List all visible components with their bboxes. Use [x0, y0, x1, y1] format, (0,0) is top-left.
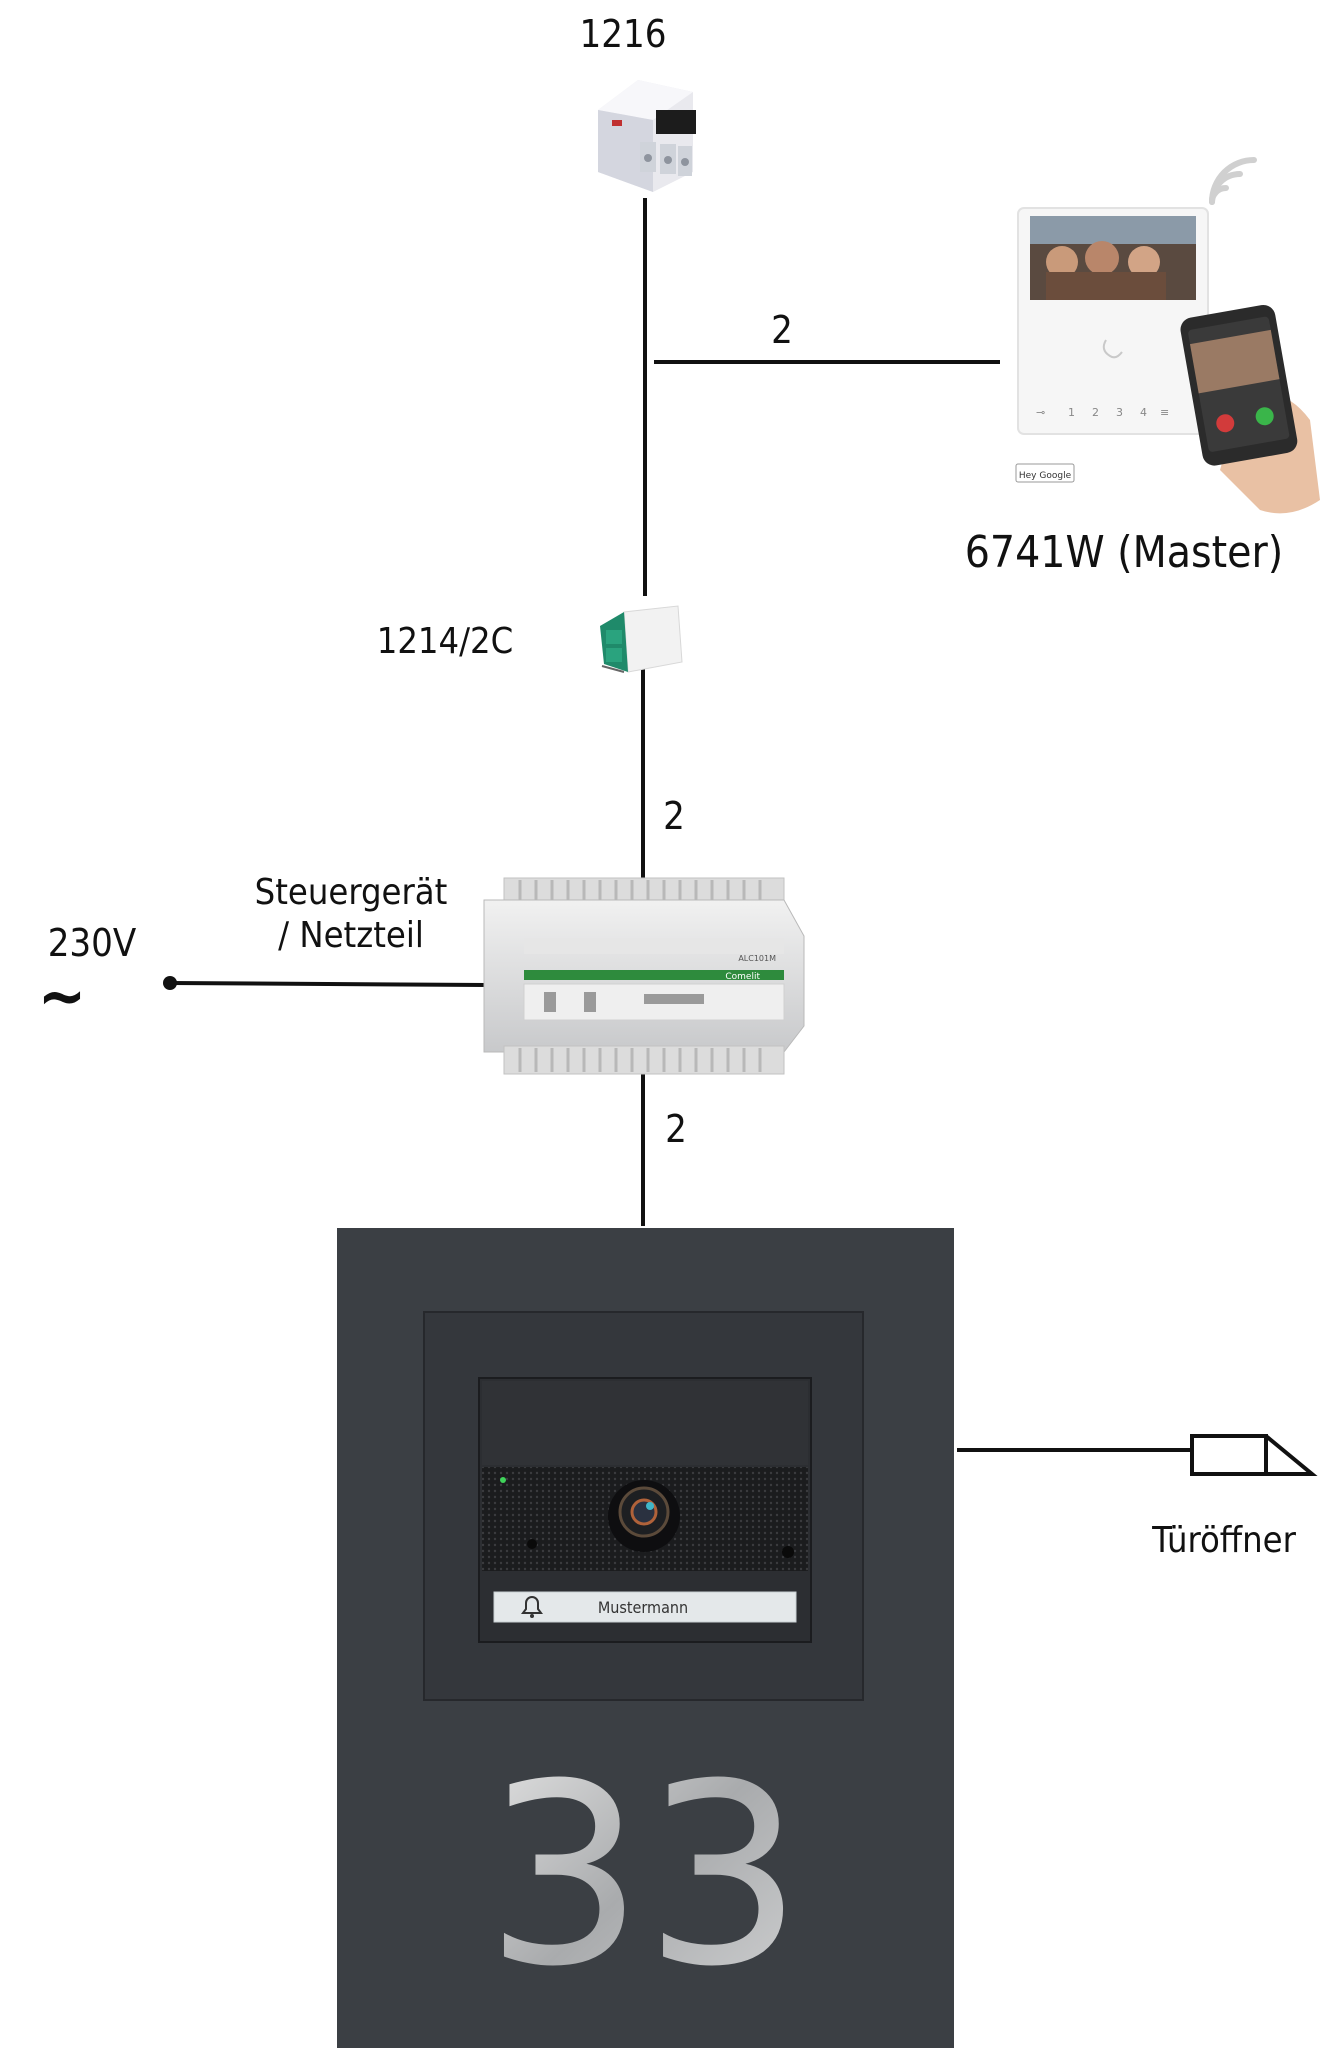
supply-wire-count: 2	[665, 1107, 687, 1151]
status-led	[500, 1477, 506, 1483]
monitor-handset-icon	[1102, 339, 1123, 359]
power-supply-label-line1: Steuergerät	[255, 872, 448, 913]
sensor-hole	[782, 1546, 794, 1558]
monitor-button-3: 3	[1116, 406, 1123, 419]
assistant-badge	[1015, 463, 1075, 483]
smartphone-icon	[1180, 304, 1298, 466]
name-tag-text: Mustermann	[598, 1598, 688, 1617]
monitor-button-2: 2	[1092, 406, 1099, 419]
power-supply-stripe	[524, 970, 784, 980]
assistant-badge-text: Hey Google	[1019, 471, 1072, 481]
bell-icon	[521, 1596, 543, 1618]
door-station: Mustermann 33	[337, 1228, 954, 2048]
door-station-top-blank	[482, 1381, 808, 1465]
mains-terminal-dot	[163, 976, 177, 990]
power-supply-brand: Comelit	[725, 972, 760, 982]
wires	[163, 198, 1192, 1452]
monitor-menu-icon: ≡	[1160, 406, 1169, 419]
door-opener-label: Türöffner	[1151, 1520, 1296, 1561]
distributor-device	[600, 605, 683, 673]
name-tag-button[interactable]	[493, 1591, 797, 1623]
distributor-label: 1214/2C	[377, 621, 514, 662]
house-number: 33	[485, 1730, 803, 2021]
monitor-key-icon: ⊸	[1036, 406, 1045, 419]
wifi-icon	[1209, 157, 1257, 205]
mains-ac-symbol: ~	[38, 960, 86, 1034]
monitor-button-1: 1	[1068, 406, 1075, 419]
monitor-buttons: ⊸ 1 2 3 4 ≡	[1036, 406, 1169, 419]
mains-label: 230V	[48, 921, 137, 965]
power-supply-model: ALC101M	[738, 954, 776, 963]
monitor-button-4: 4	[1140, 406, 1147, 419]
monitor-label: 6741W (Master)	[965, 527, 1284, 578]
terminator-label: 1216	[580, 12, 667, 56]
microphone-hole	[527, 1539, 537, 1549]
wire-mains	[169, 981, 487, 987]
power-supply-device: Comelit ALC101M	[483, 877, 805, 1075]
monitor-wire-count: 2	[771, 308, 793, 352]
terminator-device	[598, 80, 696, 192]
distributor-wire-count: 2	[663, 794, 685, 838]
door-opener-symbol	[1190, 1434, 1318, 1476]
monitor-device: ⊸ 1 2 3 4 ≡ Hey Google	[1015, 157, 1320, 514]
power-supply-label-line2: / Netzteil	[278, 915, 424, 956]
